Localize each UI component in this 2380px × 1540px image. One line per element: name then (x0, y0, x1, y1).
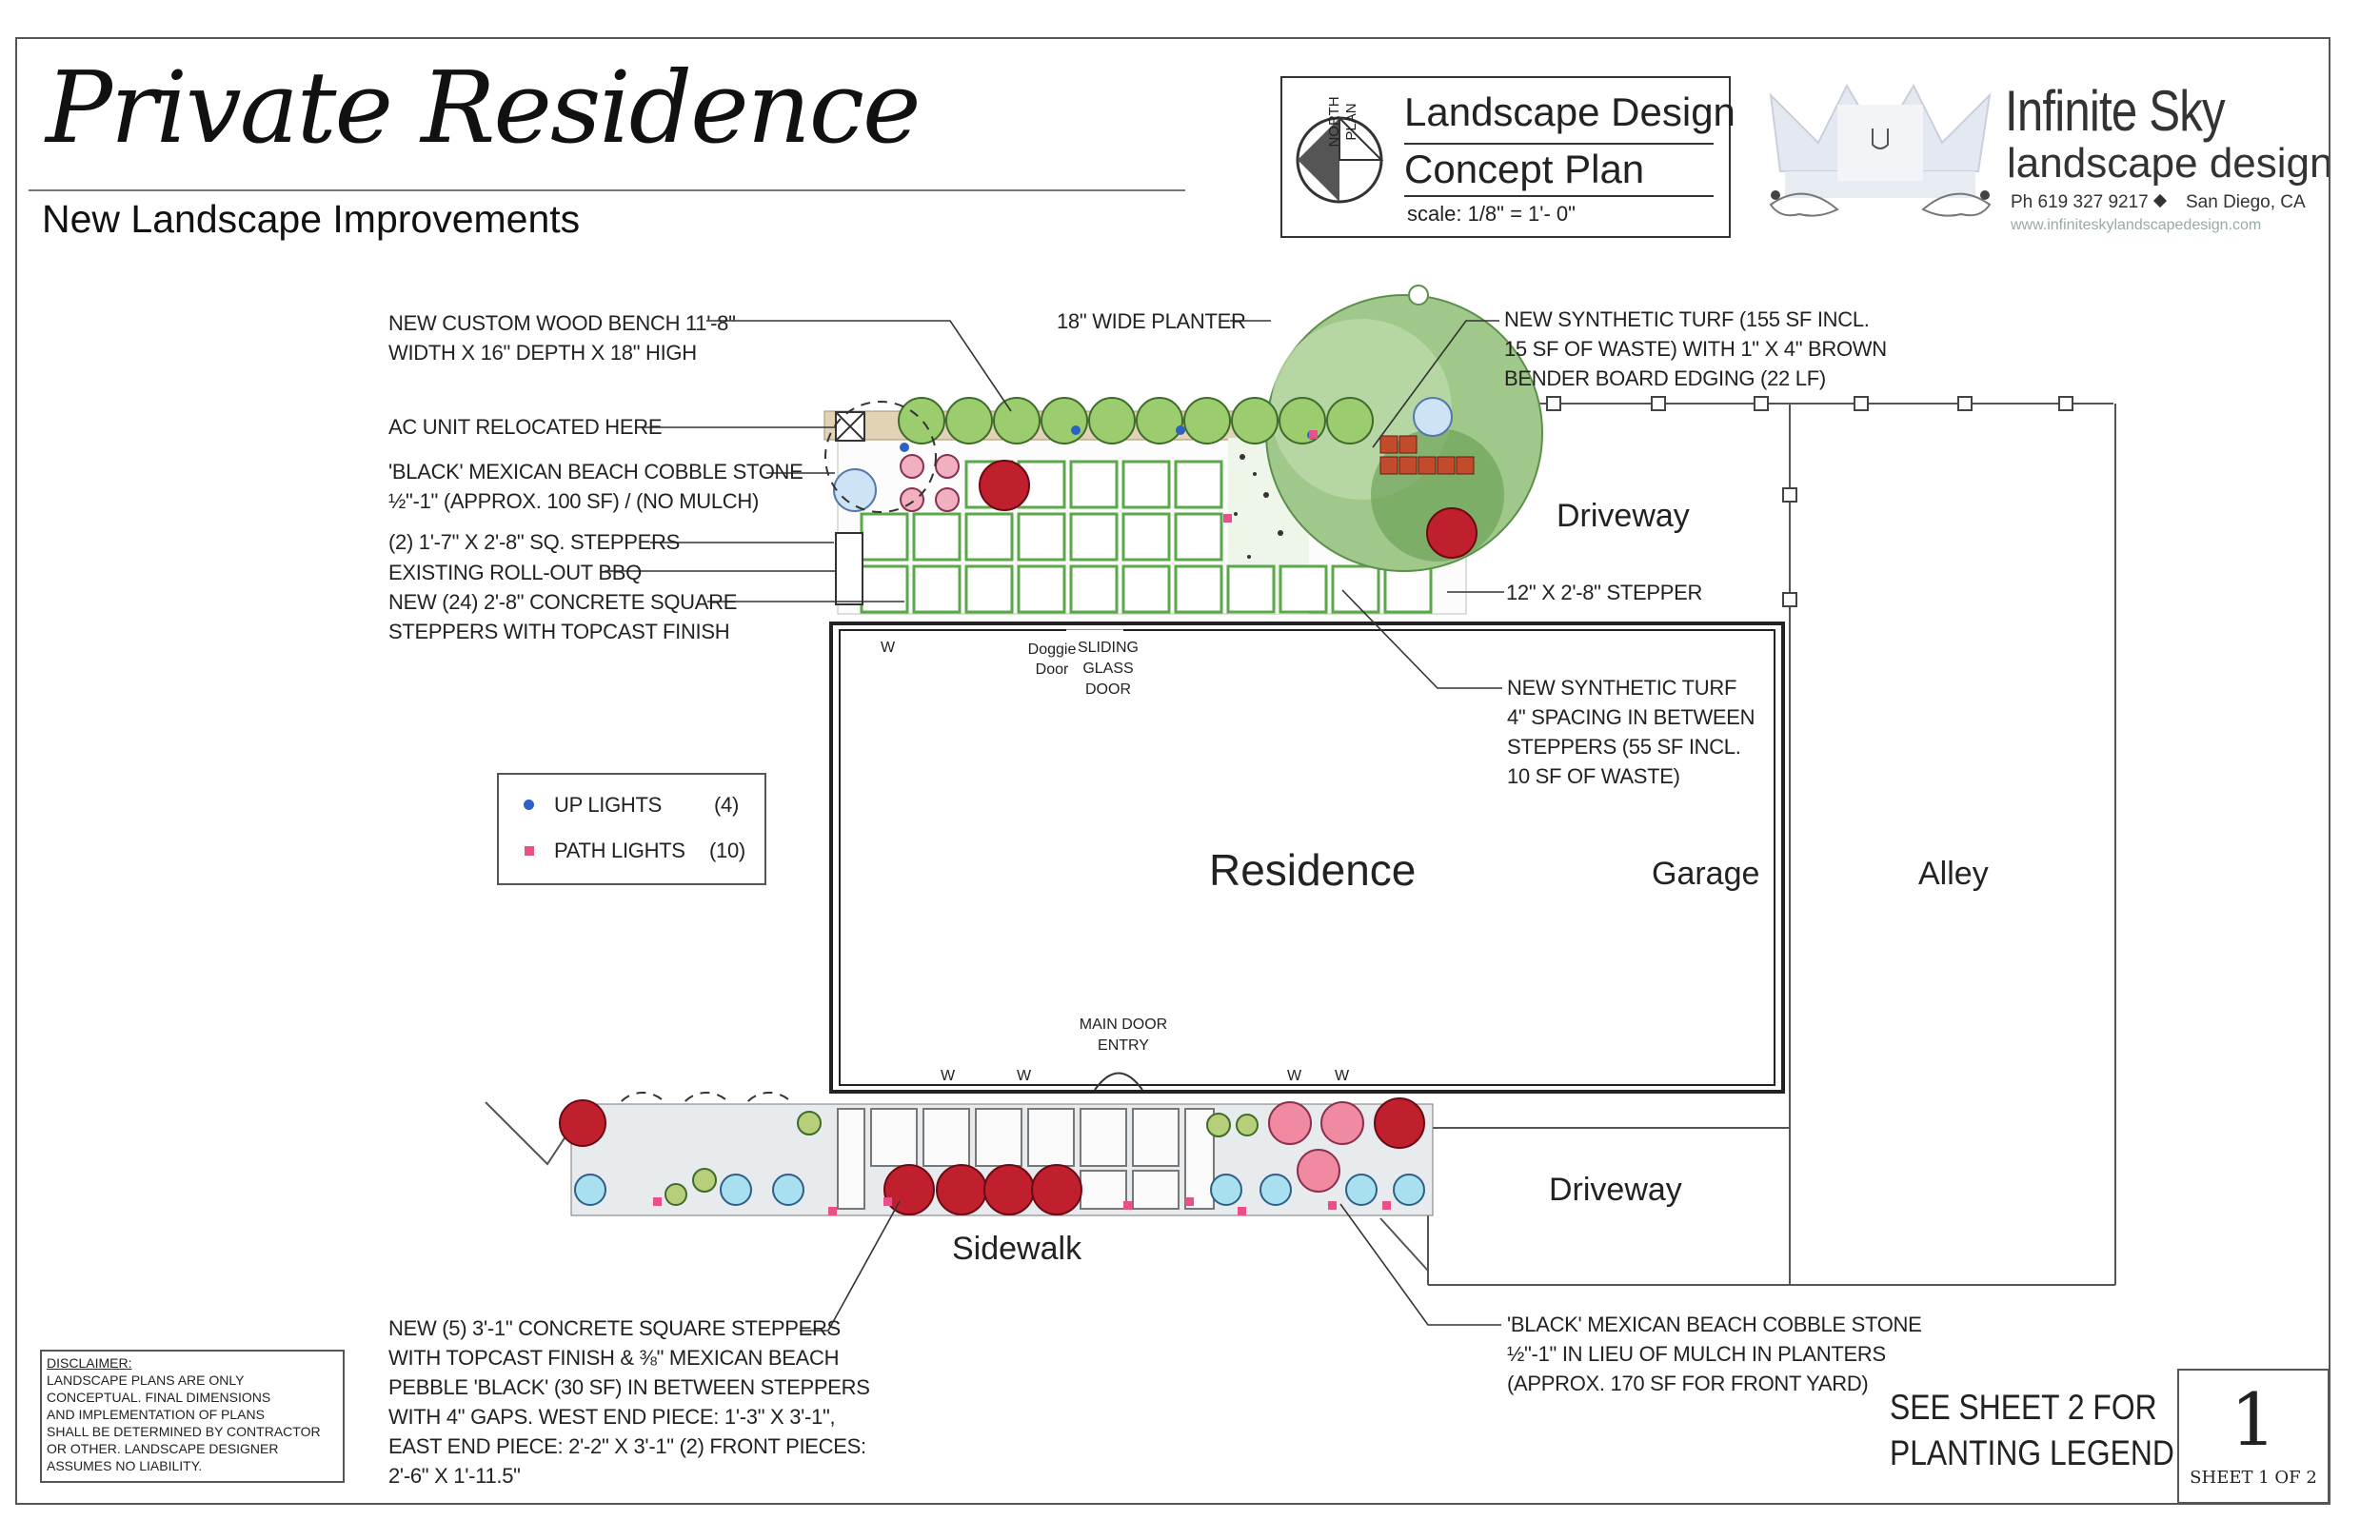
front-green-shrubs (664, 1111, 1259, 1206)
title-block-divider1 (1404, 143, 1714, 145)
disclaimer-heading: DISCLAIMER: (47, 1355, 132, 1371)
spiky-red-shrubs (979, 460, 1478, 559)
up-light-dot (524, 800, 534, 810)
callout-bench: NEW CUSTOM WOOD BENCH 11'-8" WIDTH X 16"… (388, 311, 736, 365)
page-subtitle: New Landscape Improvements (42, 197, 581, 241)
title-underline (29, 189, 1185, 191)
company-city: San Diego, CA (2186, 192, 2306, 212)
path-light-square (525, 846, 534, 856)
residence-outline (829, 622, 1785, 1094)
path-light-markers (653, 430, 1391, 1215)
accent-pavers (1379, 435, 1475, 475)
legend-box (497, 773, 766, 885)
callout-bbq: EXISTING ROLL-OUT BBQ (388, 561, 642, 584)
back-steppers (860, 460, 1433, 614)
scale-text: scale: 1/8" = 1'- 0" (1407, 202, 1576, 226)
window-mark: W (881, 640, 896, 656)
window-mark: W (1287, 1068, 1302, 1084)
callout-front-steppers: NEW (5) 3'-1" CONCRETE SQUARE STEPPERS W… (388, 1316, 870, 1488)
property-lines (485, 403, 2116, 1286)
callout-concrete-steppers: NEW (24) 2'-8" CONCRETE SQUARE STEPPERS … (388, 590, 738, 643)
front-steppers (837, 1108, 1215, 1210)
title-block (1280, 76, 1731, 238)
callout-turf-mid: NEW SYNTHETIC TURF 4" SPACING IN BETWEEN… (1507, 676, 1755, 788)
main-door-swing (1094, 1072, 1143, 1091)
front-blue-groundcover (574, 1174, 1425, 1206)
callout-sq-steppers: (2) 1'-7" X 2'-8" SQ. STEPPERS (388, 530, 681, 554)
legend-path-lights-label: PATH LIGHTS (554, 839, 685, 862)
front-pink-shrubs (1268, 1101, 1364, 1193)
label-doggie-door: Doggie Door (1027, 642, 1077, 678)
see-sheet-note: SEE SHEET 2 FOR PLANTING LEGEND (1890, 1388, 2174, 1472)
sheet-border (15, 37, 2330, 1505)
front-red-shrubs (559, 1097, 1425, 1215)
callout-ac-unit: AC UNIT RELOCATED HERE (388, 415, 663, 439)
sheet-of: SHEET 1 OF 2 (2190, 1468, 2317, 1488)
label-sliding-door: SLIDING GLASS DOOR (1077, 640, 1139, 698)
title-block-divider2 (1404, 195, 1714, 197)
north-arrow-icon (1296, 115, 1384, 204)
legend-up-lights-count: (4) (714, 793, 739, 817)
sheet-number: 1 (2230, 1377, 2277, 1462)
label-driveway-bottom: Driveway (1549, 1172, 1682, 1208)
bbq-unit (835, 532, 863, 605)
crown-logo-icon (1769, 83, 1992, 217)
leader-lines (605, 320, 1504, 1332)
title-block-line1: Landscape Design (1404, 89, 1735, 134)
window-mark: W (1017, 1068, 1032, 1084)
callout-stepper-12: 12" X 2'-8" STEPPER (1506, 581, 1703, 604)
ac-unit-icon (835, 411, 865, 442)
label-garage: Garage (1652, 856, 1760, 892)
title-block-line2: Concept Plan (1404, 147, 1645, 191)
company-phone: Ph 619 327 9217 (2011, 192, 2149, 212)
company-name-line2: landscape design (2007, 140, 2333, 187)
label-sidewalk: Sidewalk (952, 1231, 1082, 1267)
callout-cobble-front: 'BLACK' MEXICAN BEACH COBBLE STONE ½"-1"… (1507, 1313, 1922, 1395)
page-title: Private Residence (46, 49, 921, 166)
callout-cobble-back: 'BLACK' MEXICAN BEACH COBBLE STONE ½"-1"… (388, 460, 803, 513)
company-name-line1: Infinite Sky (2005, 79, 2226, 143)
window-mark: W (1335, 1068, 1350, 1084)
callout-turf-top: NEW SYNTHETIC TURF (155 SF INCL. 15 SF O… (1504, 307, 1887, 390)
sheet-box (2177, 1369, 2330, 1504)
planter-shrubs (898, 397, 1374, 444)
callout-planter: 18" WIDE PLANTER (1057, 309, 1246, 333)
label-residence: Residence (1209, 845, 1417, 895)
fence-posts (1546, 396, 2073, 607)
window-mark: W (941, 1068, 956, 1084)
blue-star-shrubs (833, 397, 1453, 512)
label-driveway-top: Driveway (1557, 498, 1690, 534)
label-alley: Alley (1918, 856, 1989, 892)
label-main-door: MAIN DOOR ENTRY (1079, 1017, 1168, 1054)
legend-up-lights-label: UP LIGHTS (554, 793, 663, 817)
disclaimer-body: LANDSCAPE PLANS ARE ONLY CONCEPTUAL. FIN… (47, 1372, 321, 1473)
legend-path-lights-count: (10) (709, 839, 745, 862)
disclaimer-box (40, 1350, 345, 1483)
company-url: www.infiniteskylandscapedesign.com (2011, 217, 2262, 233)
